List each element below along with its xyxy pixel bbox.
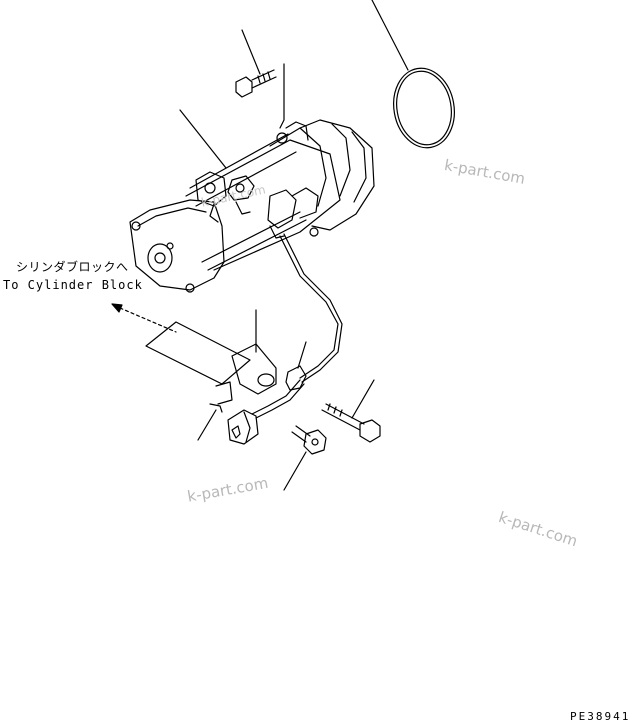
long-mounting-bolt <box>321 403 381 443</box>
leader-line-starting-motor <box>179 109 227 169</box>
wiring-harness <box>227 233 343 445</box>
leader-bracket-top-bolt <box>279 63 285 129</box>
leader-line-long-bolt <box>351 379 375 419</box>
o-ring <box>393 67 455 149</box>
mounting-bolt-top <box>235 69 277 98</box>
starting-motor <box>129 119 375 293</box>
direction-arrow <box>111 303 177 333</box>
short-mounting-bolt <box>291 425 327 455</box>
harness-clip <box>209 381 233 413</box>
leader-line-o-ring <box>371 0 409 71</box>
leader-line-top-bolt <box>241 29 261 75</box>
leader-line-short-bolt <box>283 451 307 491</box>
direction-note-english: To Cylinder Block <box>3 278 143 292</box>
leader-line-clip <box>197 409 217 441</box>
direction-note-japanese: シリンダブロックへ <box>16 260 129 274</box>
leader-line-harness-clamp <box>297 341 307 369</box>
drawing-code: PE38941 <box>570 710 631 723</box>
